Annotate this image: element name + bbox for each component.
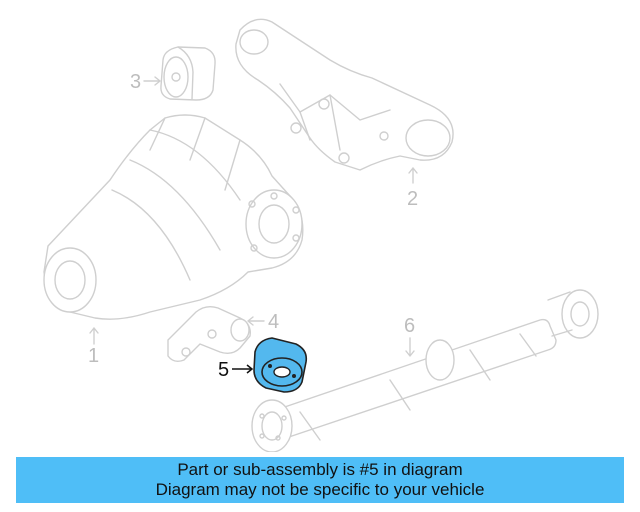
callout-3-arrow	[143, 76, 161, 86]
part-2-carrier	[235, 18, 454, 171]
part-5-bushing-highlighted	[253, 337, 308, 393]
part-4-mount	[167, 305, 251, 363]
info-banner: Part or sub-assembly is #5 in diagram Di…	[16, 457, 624, 503]
callout-6-arrow	[405, 337, 415, 357]
part-6-driveshaft	[251, 289, 599, 452]
banner-line-2: Diagram may not be specific to your vehi…	[155, 480, 485, 499]
callout-2-arrow	[408, 167, 418, 184]
callout-4-arrow	[247, 316, 265, 326]
callout-1: 1	[88, 345, 99, 367]
callout-5: 5	[218, 359, 229, 381]
callout-5-arrow	[232, 364, 254, 374]
part-1-differential	[43, 114, 304, 320]
callout-6: 6	[404, 315, 415, 337]
callout-2: 2	[407, 188, 418, 210]
callout-1-arrow	[89, 327, 99, 345]
callout-4: 4	[268, 311, 279, 333]
part-3-bushing	[160, 46, 216, 101]
banner-line-1: Part or sub-assembly is #5 in diagram	[177, 460, 463, 479]
callout-3: 3	[130, 71, 141, 93]
parts-diagram: 3 2 1 4	[43, 18, 599, 452]
